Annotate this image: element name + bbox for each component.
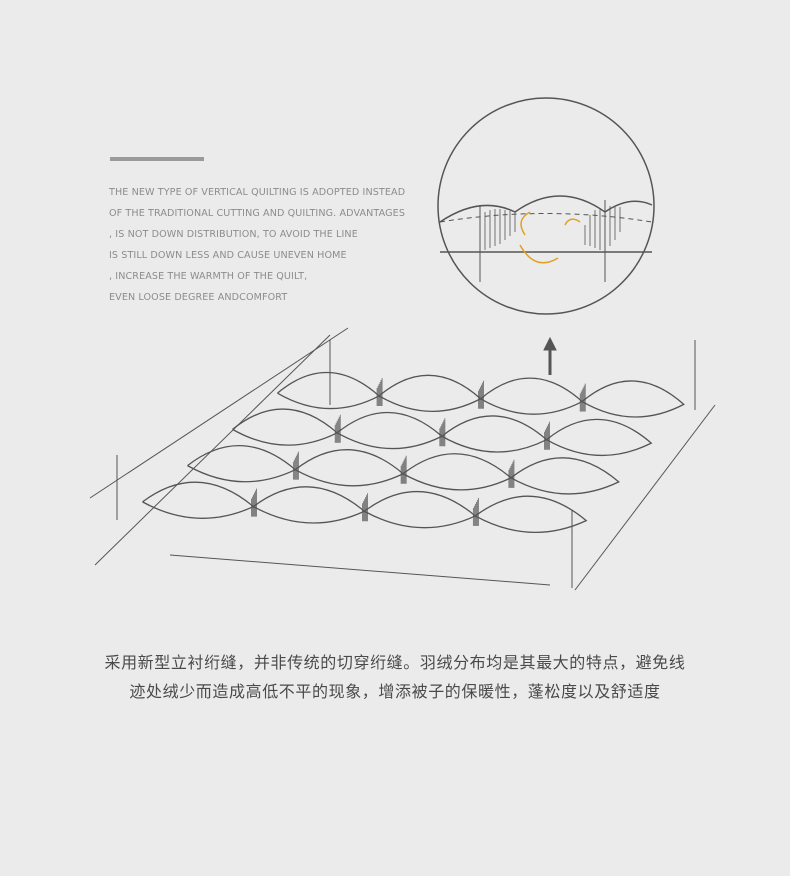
quilt-pillow (294, 449, 405, 487)
english-line: THE NEW TYPE OF VERTICAL QUILTING IS ADO… (109, 187, 406, 198)
chinese-line: 采用新型立衬绗缝，并非传统的切穿绗缝。羽绒分布均是其最大的特点，避免线 (104, 653, 686, 672)
flow-arrow-icon (519, 244, 559, 264)
flow-arrow-icon (520, 211, 531, 236)
arrow-line (94, 334, 331, 566)
english-line: , INCREASE THE WARMTH OF THE QUILT, (109, 271, 308, 282)
english-line: , IS NOT DOWN DISTRIBUTION, TO AVOID THE… (109, 229, 358, 240)
quilt-pillow (142, 481, 255, 519)
quilt-pillow (480, 377, 584, 415)
chinese-line: 迹处绒少而造成高低不平的现象，增添被子的保暖性，蓬松度以及舒适度 (129, 682, 661, 701)
quilt-pillow (253, 486, 366, 524)
quilt-pillow (581, 380, 685, 418)
quilt-pillow (336, 411, 444, 450)
accent-bar (110, 157, 204, 161)
quilt-pillow (402, 453, 513, 491)
flow-arrow-icon (564, 218, 581, 226)
arrow-line (574, 404, 716, 591)
quilt-pillow (441, 415, 548, 453)
chinese-description: 采用新型立衬绗缝，并非传统的切穿绗缝。羽绒分布均是其最大的特点，避免线 迹处绒少… (0, 648, 790, 706)
english-line: EVEN LOOSE DEGREE ANDCOMFORT (109, 292, 288, 303)
quilt-pillow (510, 457, 620, 495)
quilt-pillow (187, 445, 297, 483)
arrow-line (89, 327, 349, 499)
quilt-pillow (378, 374, 482, 413)
dimension-arrows (89, 327, 716, 591)
quilt-pillow (474, 495, 588, 534)
up-arrow-head (543, 336, 557, 351)
detail-magnifier (437, 97, 655, 315)
detail-baffle-right (584, 206, 621, 250)
detail-baffle-left (484, 209, 516, 250)
magnifier-circle (437, 97, 655, 315)
english-description: THE NEW TYPE OF VERTICAL QUILTING IS ADO… (109, 182, 429, 308)
detail-top-curve (439, 195, 653, 223)
quilt-pillow (546, 418, 653, 457)
arrow-line (169, 554, 551, 586)
quilt-pillow (363, 490, 477, 529)
english-line: IS STILL DOWN LESS AND CAUSE UNEVEN HOME (109, 250, 347, 261)
quilt-pillow (277, 371, 381, 410)
english-line: OF THE TRADITIONAL CUTTING AND QUILTING.… (109, 208, 406, 219)
